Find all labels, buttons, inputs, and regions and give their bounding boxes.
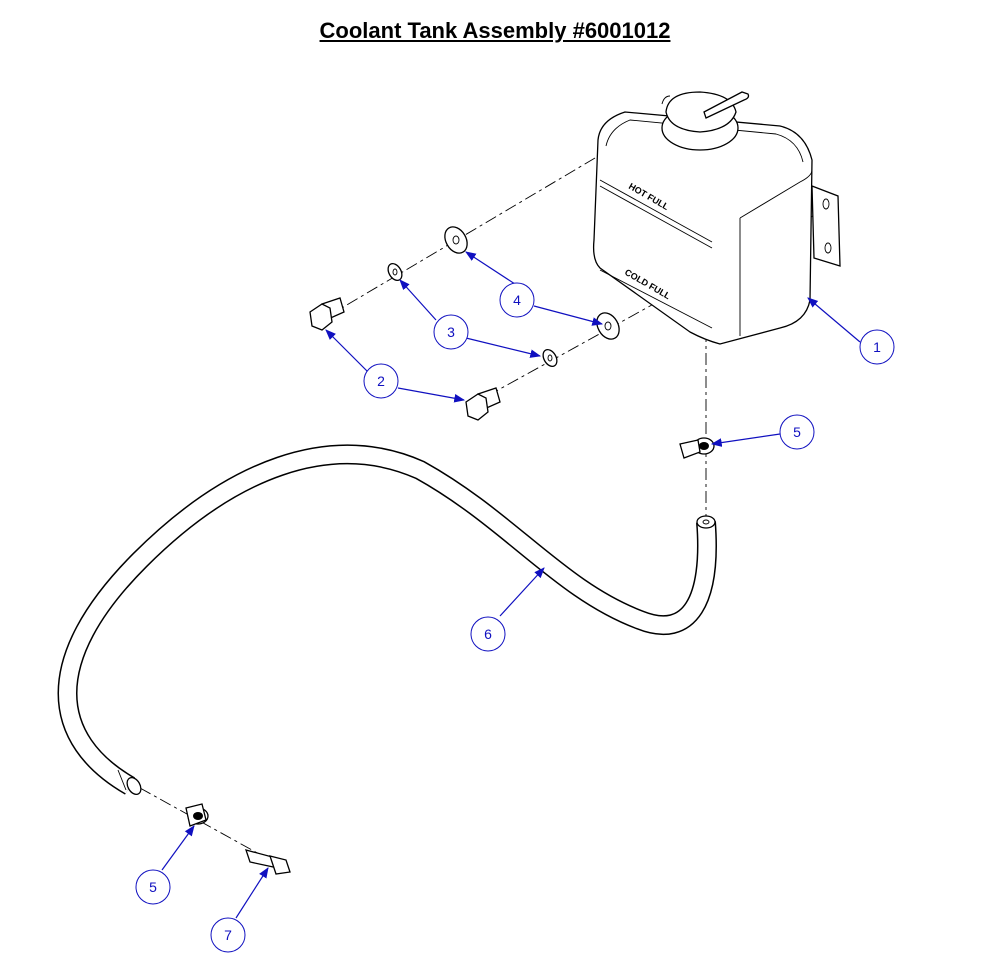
- callout-6[interactable]: 6: [470, 616, 506, 652]
- flat-washer-upper: [444, 226, 468, 254]
- callout-4[interactable]: 4: [499, 282, 535, 318]
- callout-1[interactable]: 1: [859, 329, 895, 365]
- bolt-lower: [465, 387, 501, 421]
- callout-6-label: 6: [484, 626, 492, 642]
- callout-2-label: 2: [377, 373, 385, 389]
- hose-fitting: [245, 849, 291, 875]
- callout-4-label: 4: [513, 292, 521, 308]
- callout-5-upper[interactable]: 5: [779, 414, 815, 450]
- flat-washer-lower: [596, 312, 620, 340]
- callout-1-label: 1: [873, 339, 881, 355]
- hose-clamp-upper: [679, 437, 715, 459]
- hose-clamp-lower: [185, 803, 209, 827]
- callout-7[interactable]: 7: [210, 917, 246, 953]
- diagram-title: Coolant Tank Assembly #6001012: [319, 18, 671, 43]
- callout-5-lower-label: 5: [149, 879, 157, 895]
- callout-5-upper-label: 5: [793, 424, 801, 440]
- leader-lines: [161, 251, 861, 919]
- callout-5-lower[interactable]: 5: [135, 869, 171, 905]
- callout-3-label: 3: [447, 324, 455, 340]
- callout-3[interactable]: 3: [433, 314, 469, 350]
- callout-7-label: 7: [224, 927, 232, 943]
- coolant-tank: HOT FULL COLD FULL: [592, 91, 841, 345]
- lock-washer-upper: [387, 262, 403, 282]
- coolant-hose: [57, 444, 717, 796]
- callout-2[interactable]: 2: [363, 363, 399, 399]
- lock-washer-lower: [542, 348, 558, 368]
- bolt-upper: [309, 297, 345, 331]
